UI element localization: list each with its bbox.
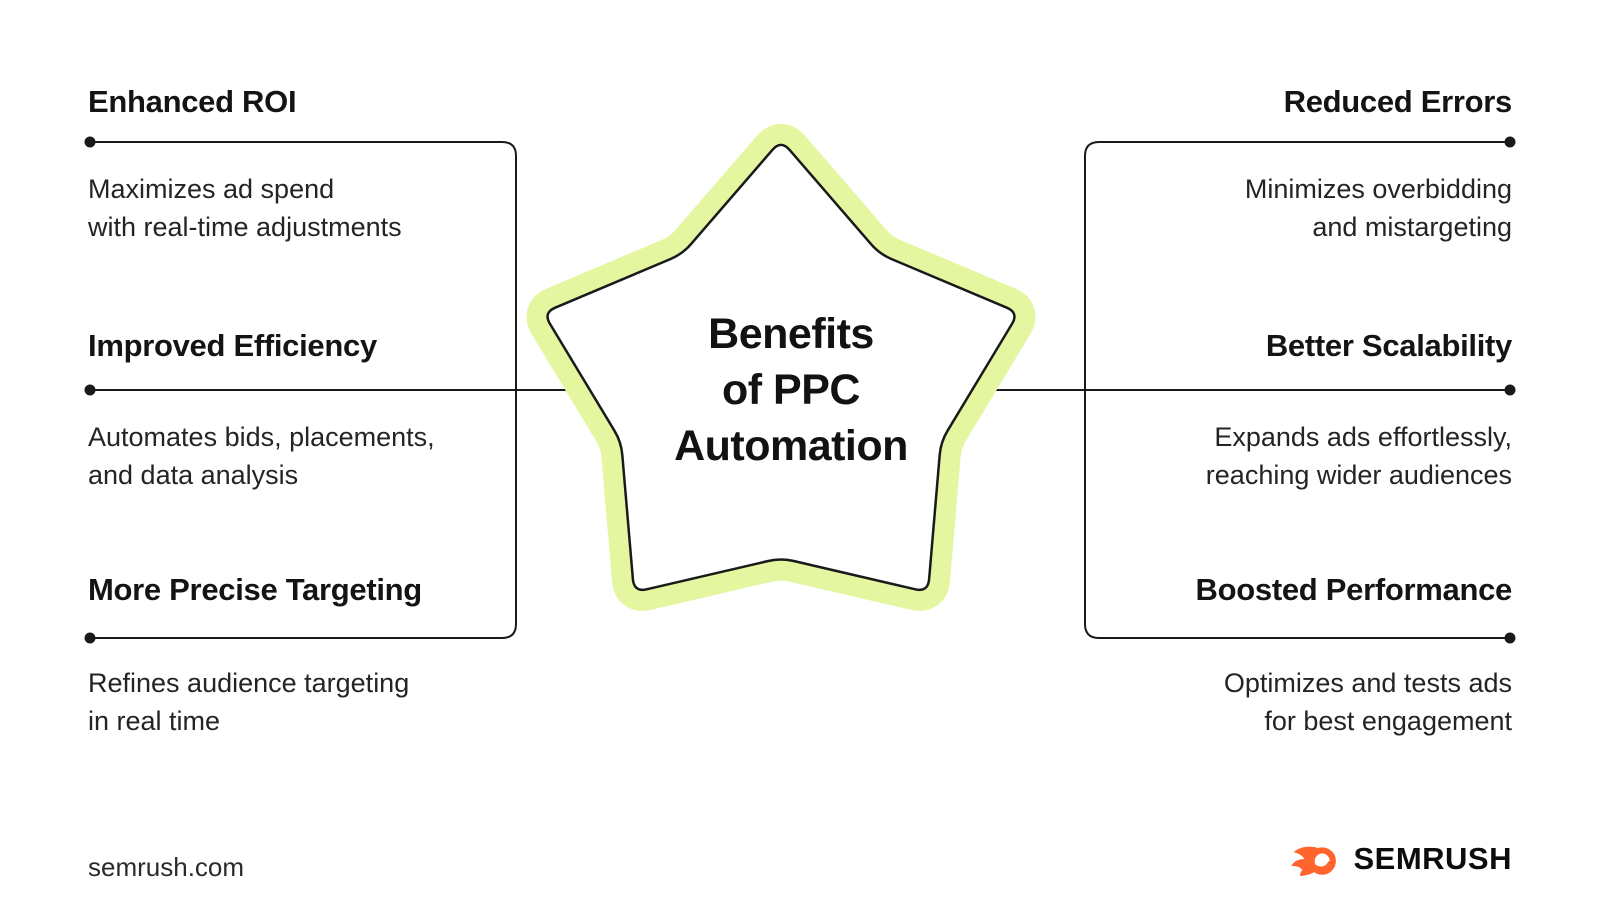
benefit-item-reduced-errors: Reduced Errors: [1072, 84, 1513, 120]
benefit-description: Expands ads effortlessly, reaching wider…: [1205, 422, 1512, 490]
benefit-title: Boosted Performance: [1195, 572, 1513, 607]
benefit-title: Reduced Errors: [1283, 84, 1513, 119]
benefit-item-more-precise-targeting: More Precise Targeting: [88, 572, 528, 608]
connector-dot: [84, 384, 96, 396]
benefit-item-enhanced-roi: Enhanced ROI: [88, 84, 528, 120]
benefit-item-better-scalability: Better Scalability: [1072, 328, 1512, 364]
benefit-title: Enhanced ROI: [88, 84, 297, 119]
connector-dot: [84, 136, 96, 148]
connector-dot: [1504, 632, 1516, 644]
connector-dot: [1504, 136, 1516, 148]
benefit-title: More Precise Targeting: [88, 572, 422, 607]
right-bracket-line: [1084, 141, 1510, 639]
semrush-logo[interactable]: SEMRUSH: [1288, 836, 1512, 882]
semrush-wordmark: SEMRUSH: [1353, 841, 1512, 876]
connector-dot: [1504, 384, 1516, 396]
benefit-description: Automates bids, placements, and data ana…: [88, 422, 435, 490]
website-url[interactable]: semrush.com: [88, 852, 245, 882]
benefit-description: Refines audience targeting in real time: [88, 668, 410, 736]
benefit-title: Improved Efficiency: [88, 328, 377, 363]
connector-dot: [84, 632, 96, 644]
left-bracket-line: [90, 141, 517, 639]
benefit-description: Minimizes overbidding and mistargeting: [1244, 174, 1512, 242]
semrush-flame-icon: [1291, 846, 1337, 877]
star-title: Benefits of PPC Automation: [674, 310, 908, 470]
benefit-item-improved-efficiency: Improved Efficiency: [88, 328, 528, 364]
benefit-description: Maximizes ad spend with real-time adjust…: [88, 174, 402, 242]
benefit-item-boosted-performance: Boosted Performance: [1072, 572, 1513, 608]
benefit-description: Optimizes and tests ads for best engagem…: [1223, 668, 1512, 736]
star-shape: [546, 143, 1016, 592]
benefit-title: Better Scalability: [1265, 328, 1512, 363]
